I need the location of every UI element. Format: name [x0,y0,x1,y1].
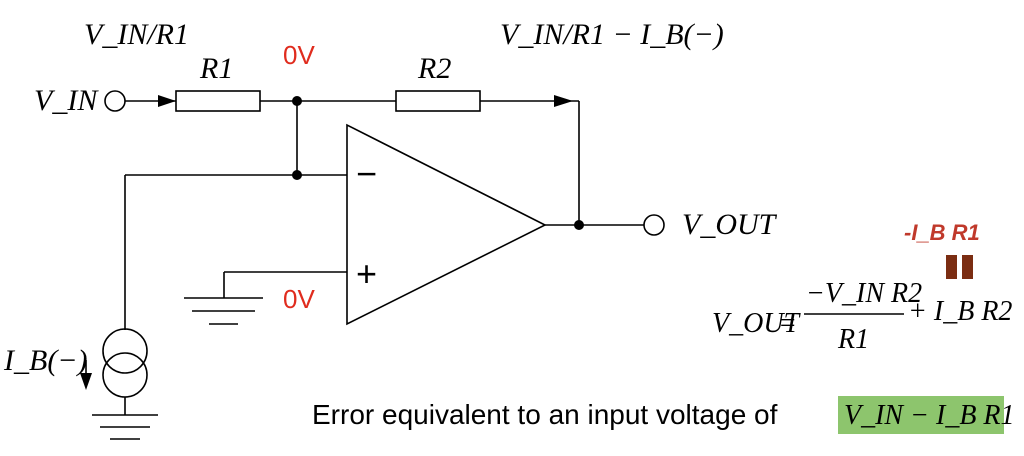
op-amp-plus-sign: + [356,253,377,294]
pause-mark-right [962,255,973,279]
label-r2: R2 [417,52,451,85]
error-highlight-expression: V_IN − I_B R1 [844,400,1015,431]
equation-lhs: V_OUT [712,308,802,339]
error-highlight-box [838,396,1004,434]
label-vin-over-r1: V_IN/R1 [84,18,189,51]
label-r1: R1 [199,52,233,85]
label-vout: V_OUT [682,208,778,241]
op-amp-triangle [346,123,547,326]
r1-resistor [175,90,261,112]
input-current-arrow [158,95,176,107]
op-amp-minus-sign: − [356,153,377,194]
equation-numerator: −V_IN R2 [806,278,922,309]
equation-term2: + I_B R2 [908,296,1012,327]
error-statement-text: Error equivalent to an input voltage of [312,399,778,430]
label-vin: V_IN [34,84,99,117]
label-zero-v-bottom: 0V [283,284,315,314]
vin-terminal-circle [104,90,126,112]
r2-resistor [395,90,481,112]
current-source-upper-circle [102,328,148,374]
junction-dot-output [574,220,584,230]
equation-equals: = [778,308,797,339]
annotation-ib-r1: -I_B R1 [904,220,980,245]
ib-current-arrow [80,373,92,390]
vout-terminal-circle [643,214,665,236]
equation-denominator: R1 [837,324,869,355]
feedback-current-arrow [554,95,573,107]
current-source-lower-circle [102,352,148,398]
junction-dot-top [292,96,302,106]
label-ib: I_B(−) [3,344,88,377]
junction-dot-inverting [292,170,302,180]
pause-mark-left [946,255,957,279]
label-feedback-current: V_IN/R1 − I_B(−) [500,18,724,51]
label-zero-v-top: 0V [283,40,315,70]
